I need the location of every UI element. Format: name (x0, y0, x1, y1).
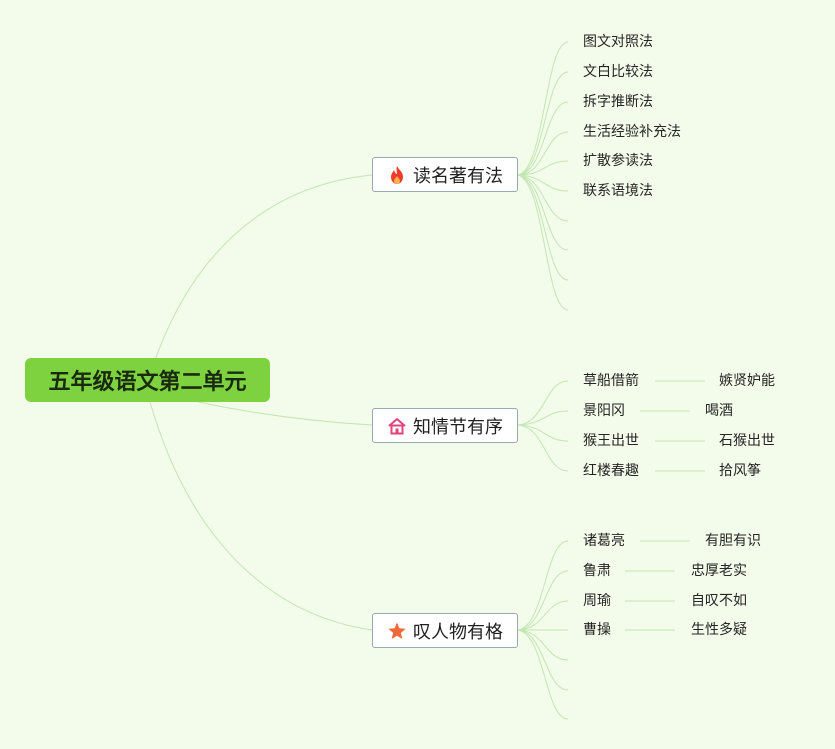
branch-label: 叹人物有格 (413, 621, 503, 643)
root-topic[interactable]: 五年级语文第二单元 (25, 358, 270, 402)
list-item[interactable]: 草船借箭 (583, 373, 639, 389)
list-item-detail[interactable]: 忠厚老实 (691, 563, 747, 579)
list-item[interactable]: 文白比较法 (583, 64, 653, 80)
list-item-detail[interactable]: 喝酒 (705, 403, 733, 419)
list-item[interactable]: 红楼春趣 (583, 463, 639, 479)
list-item-detail[interactable]: 自叹不如 (691, 593, 747, 609)
list-item[interactable]: 猴王出世 (583, 433, 639, 449)
star-icon (387, 621, 407, 641)
list-item[interactable]: 诸葛亮 (583, 533, 625, 549)
list-item-detail[interactable]: 有胆有识 (705, 533, 761, 549)
branch-reading-methods[interactable]: 读名著有法 (372, 157, 518, 192)
branch-character-traits[interactable]: 叹人物有格 (372, 613, 518, 648)
list-item-detail[interactable]: 拾风筝 (719, 463, 761, 479)
branch-label: 读名著有法 (413, 165, 503, 187)
list-item-detail[interactable]: 石猴出世 (719, 433, 775, 449)
house-icon (387, 416, 407, 436)
branch-plot-order[interactable]: 知情节有序 (372, 408, 518, 443)
list-item[interactable]: 鲁肃 (583, 563, 611, 579)
list-item[interactable]: 扩散参读法 (583, 153, 653, 169)
branch-label: 知情节有序 (413, 416, 503, 438)
list-item[interactable]: 景阳冈 (583, 403, 625, 419)
root-label: 五年级语文第二单元 (48, 370, 247, 395)
list-item[interactable]: 周瑜 (583, 593, 611, 609)
list-item[interactable]: 拆字推断法 (583, 94, 653, 110)
list-item[interactable]: 联系语境法 (583, 183, 653, 199)
list-item[interactable]: 曹操 (583, 622, 611, 638)
list-item-detail[interactable]: 嫉贤妒能 (719, 373, 775, 389)
list-item[interactable]: 图文对照法 (583, 34, 653, 50)
fire-icon (387, 165, 407, 185)
list-item[interactable]: 生活经验补充法 (583, 124, 681, 140)
list-item-detail[interactable]: 生性多疑 (691, 622, 747, 638)
